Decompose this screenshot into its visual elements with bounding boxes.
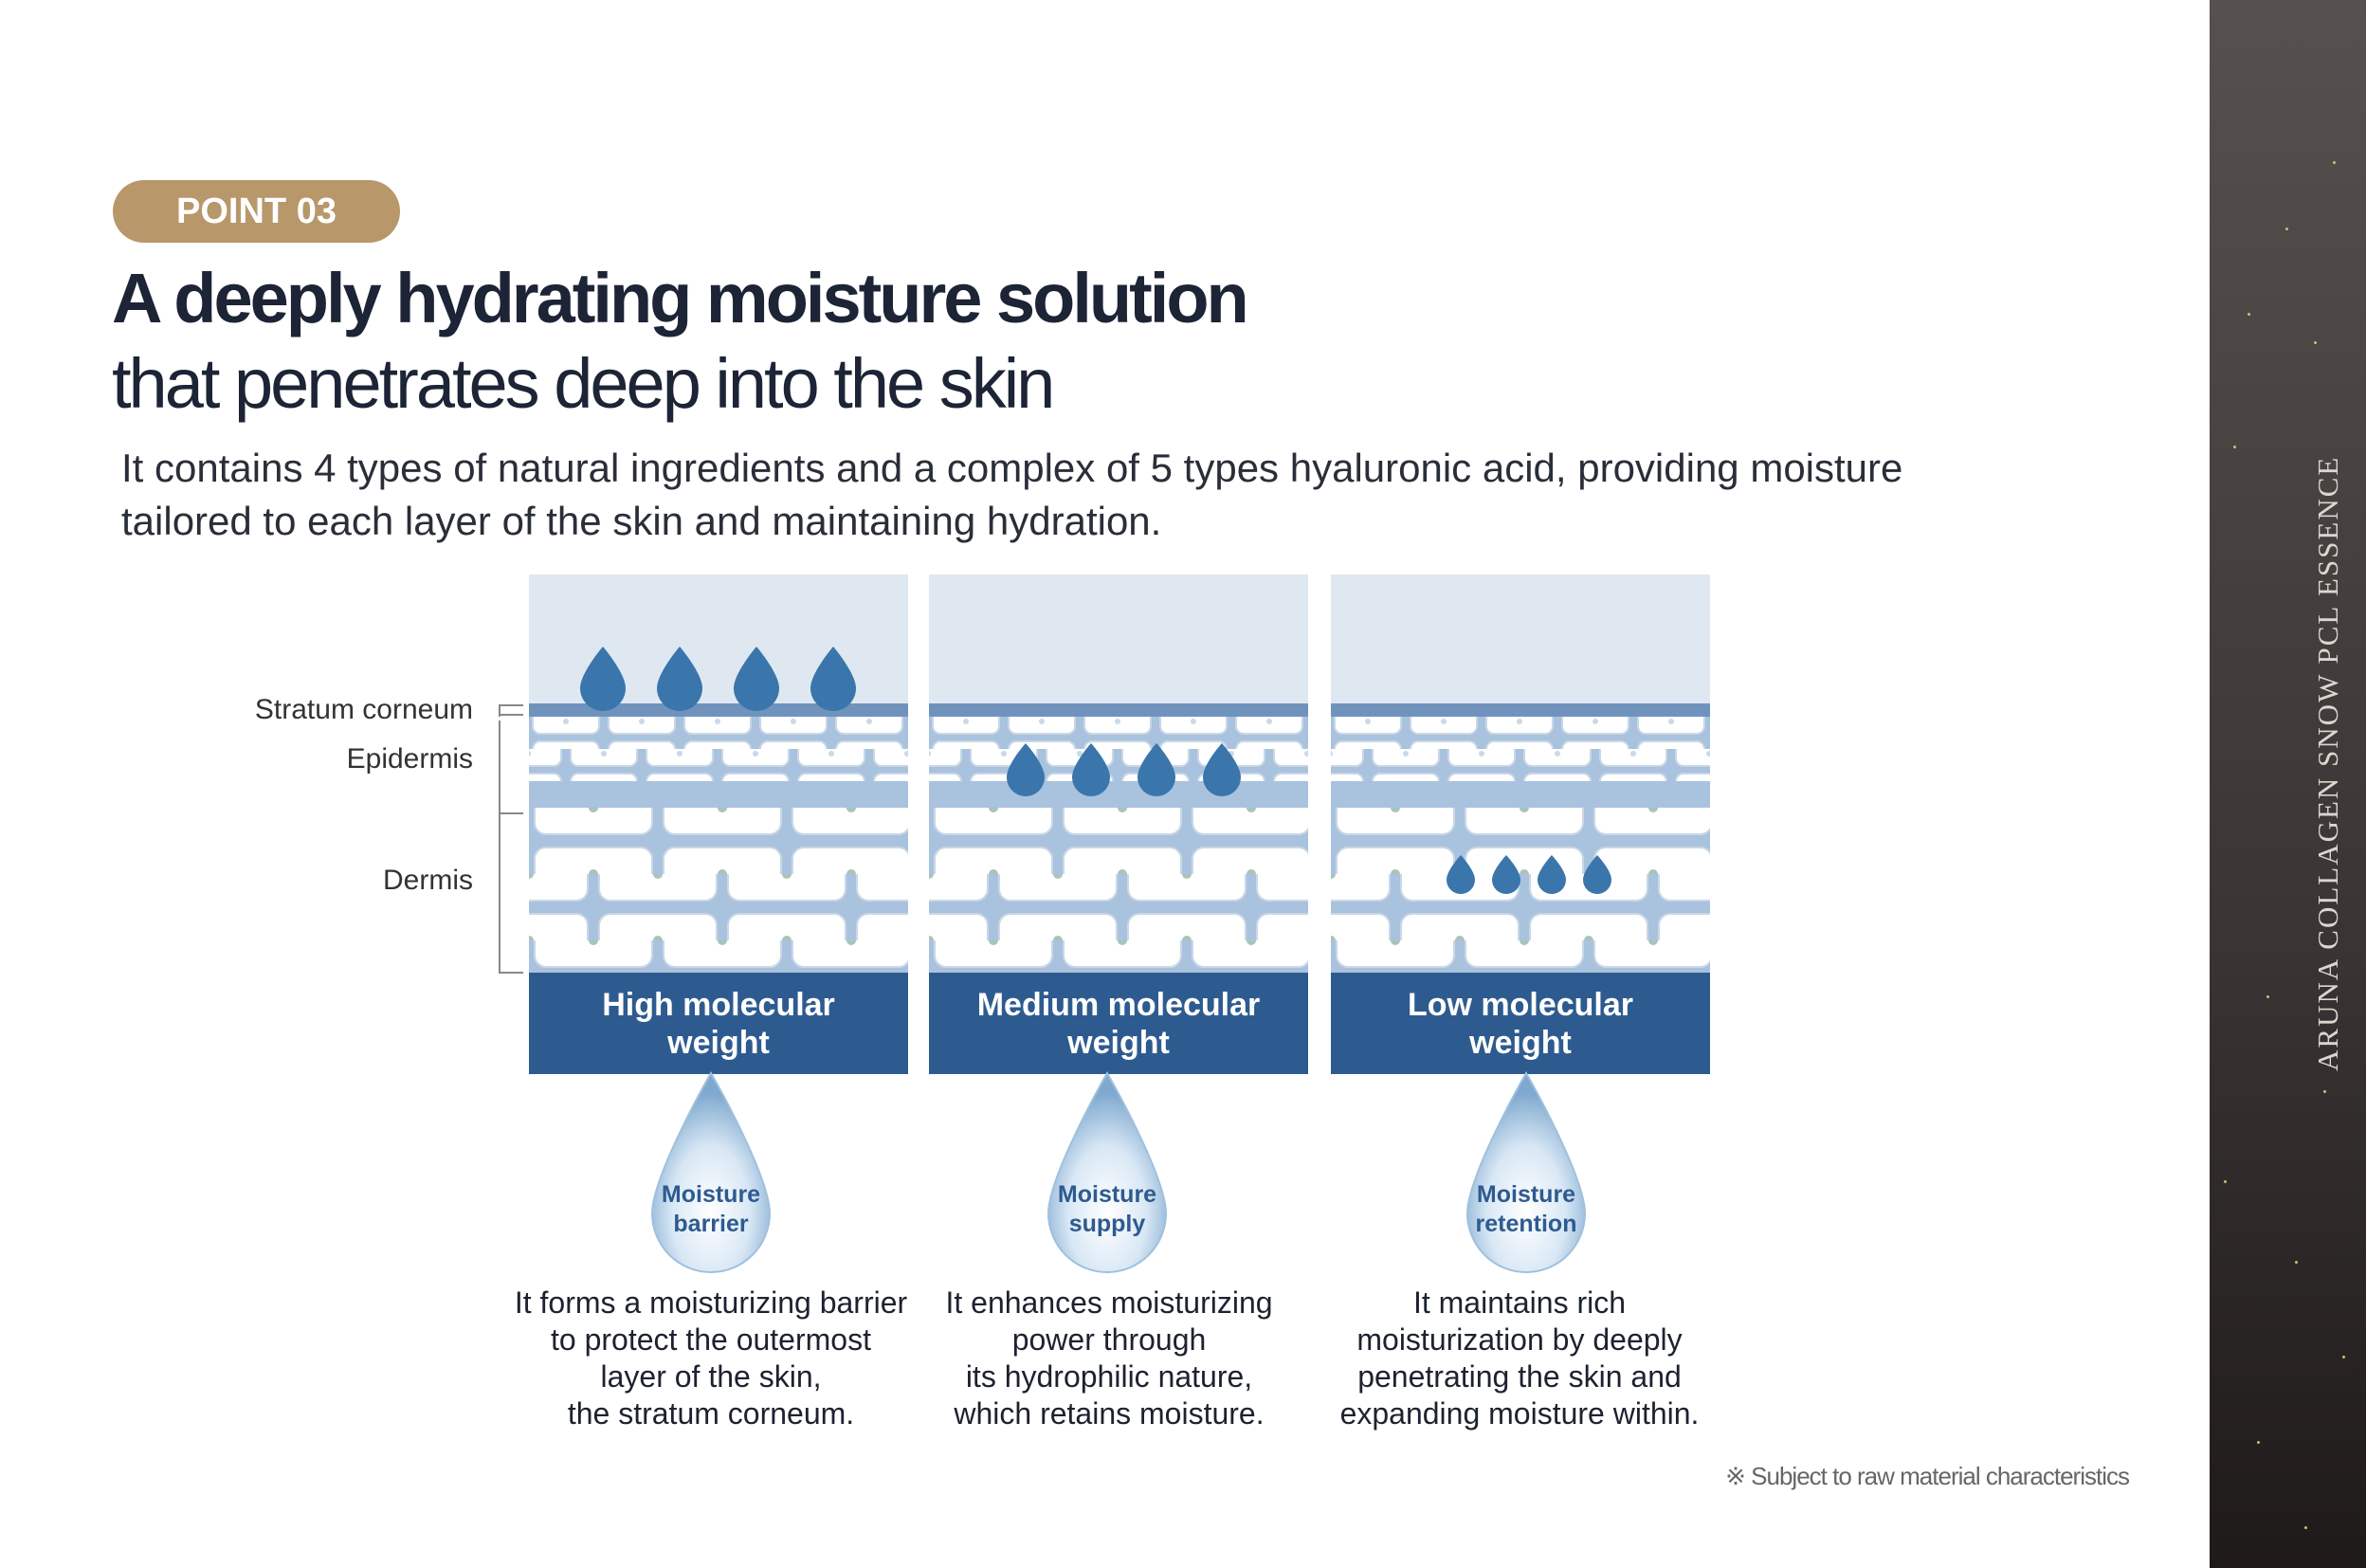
- layer-label-stratum-corneum: Stratum corneum: [254, 694, 473, 725]
- caption-line: which retains moisture.: [954, 1396, 1265, 1431]
- caption-line: moisturization by deeply: [1356, 1322, 1683, 1357]
- caption-medium: It enhances moisturizing power through i…: [910, 1285, 1308, 1432]
- caption-line: penetrating the skin and: [1357, 1359, 1682, 1394]
- drop-label-line-1: Moisture: [1057, 1181, 1157, 1208]
- caption-line: its hydrophilic nature,: [965, 1359, 1253, 1394]
- caption-line: the stratum corneum.: [567, 1396, 855, 1431]
- description: It contains 4 types of natural ingredien…: [121, 442, 1902, 548]
- caption-line: to protect the outermost: [551, 1322, 871, 1357]
- panel-high: High molecular weight: [529, 574, 908, 1074]
- label-line-1: Low molecular: [1407, 986, 1634, 1023]
- drop-label-line-2: barrier: [673, 1211, 749, 1237]
- drop-label-line-1: Moisture: [661, 1181, 761, 1208]
- layer-label-dermis: Dermis: [383, 865, 473, 896]
- caption-low: It maintains rich moisturization by deep…: [1320, 1285, 1719, 1432]
- point-badge: POINT 03: [113, 180, 400, 243]
- brand-sidebar: [2210, 0, 2366, 1568]
- caption-line: It enhances moisturizing: [945, 1285, 1273, 1320]
- water-drops: [1007, 743, 1241, 796]
- drop-label-line-1: Moisture: [1476, 1181, 1576, 1208]
- drop-label-line-2: supply: [1068, 1211, 1146, 1237]
- caption-line: expanding moisture within.: [1339, 1396, 1700, 1431]
- water-drop-icon: [1465, 1070, 1587, 1273]
- description-line-2: tailored to each layer of the skin and m…: [121, 499, 1162, 543]
- description-line-1: It contains 4 types of natural ingredien…: [121, 446, 1903, 490]
- caption-line: layer of the skin,: [600, 1359, 822, 1394]
- page-subtitle: that penetrates deep into the skin: [112, 344, 1055, 423]
- skin-diagram-high: [529, 574, 908, 973]
- caption-line: It maintains rich: [1412, 1285, 1627, 1320]
- label-line-1: Medium molecular: [976, 986, 1261, 1023]
- page-title: A deeply hydrating moisture solution: [112, 259, 1249, 337]
- caption-line: It forms a moisturizing barrier: [514, 1285, 908, 1320]
- caption-line: power through: [1011, 1322, 1207, 1357]
- panel-medium: Medium molecular weight: [929, 574, 1308, 1074]
- skin-diagram-medium: [929, 574, 1308, 973]
- label-line-2: weight: [1067, 1024, 1170, 1061]
- label-line-2: weight: [667, 1024, 770, 1061]
- water-drop-icon: [1046, 1070, 1168, 1273]
- label-high-molecular-weight: High molecular weight: [529, 973, 908, 1074]
- label-line-1: High molecular: [602, 986, 835, 1023]
- water-drops: [1447, 855, 1611, 894]
- drop-label-line-2: retention: [1475, 1211, 1577, 1237]
- label-low-molecular-weight: Low molecular weight: [1331, 973, 1710, 1074]
- layer-label-epidermis: Epidermis: [346, 743, 473, 775]
- panel-low: Low molecular weight: [1331, 574, 1710, 1074]
- drop-moisture-retention: Moisture retention: [1460, 1070, 1592, 1275]
- label-medium-molecular-weight: Medium molecular weight: [929, 973, 1308, 1074]
- water-drop-icon: [650, 1070, 772, 1273]
- footnote: ※ Subject to raw material characteristic…: [1725, 1462, 2130, 1490]
- layer-bracket: [499, 704, 523, 974]
- skin-diagram-low: [1331, 574, 1710, 973]
- caption-high: It forms a moisturizing barrier to prote…: [512, 1285, 910, 1432]
- brand-name: ARUNA COLLAGEN SNOW PCL ESSENCE: [2311, 455, 2344, 1071]
- drop-moisture-barrier: Moisture barrier: [645, 1070, 777, 1275]
- drop-moisture-supply: Moisture supply: [1041, 1070, 1174, 1275]
- water-drops: [580, 647, 856, 711]
- label-line-2: weight: [1469, 1024, 1572, 1061]
